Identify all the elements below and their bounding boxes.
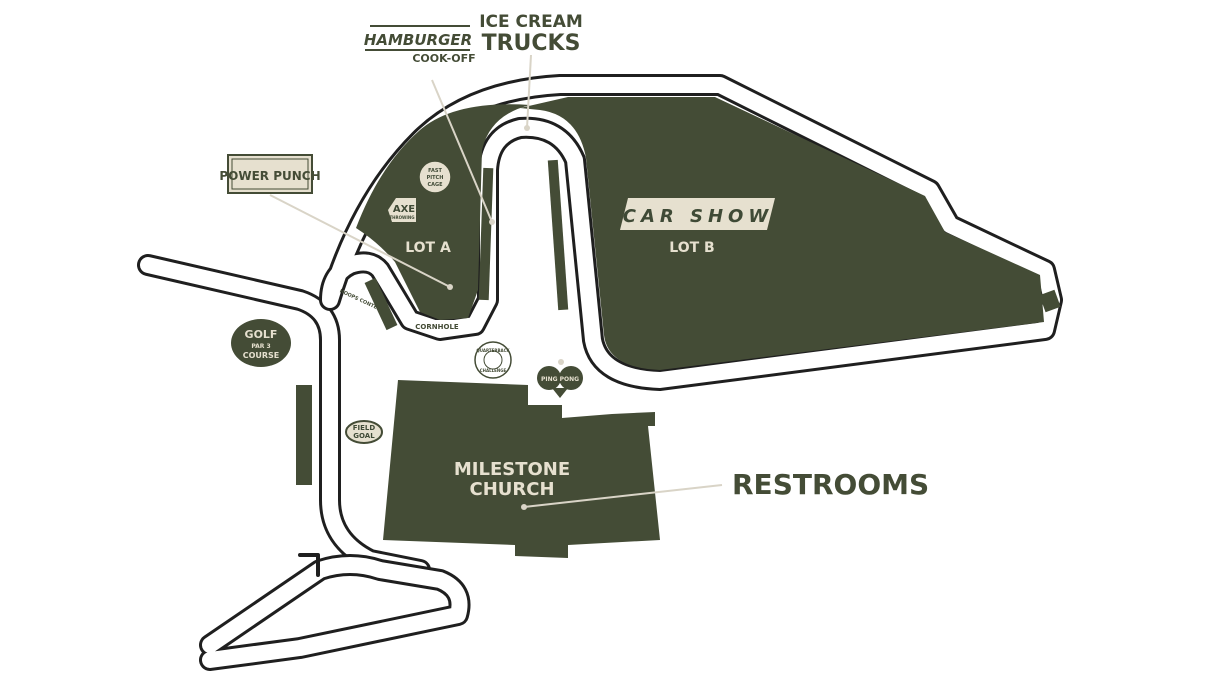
fast-pitch-text-2: PITCH — [427, 175, 444, 181]
lot-b-area — [520, 97, 1044, 370]
church-label-line2: CHURCH — [469, 479, 554, 500]
pointer-ice-cream — [526, 54, 532, 129]
cornhole-badge[interactable]: CORNHOLE — [415, 320, 459, 331]
lot-a-area — [356, 104, 530, 321]
parking-strip-west — [296, 385, 312, 485]
fast-pitch-cage-badge[interactable]: FAST PITCH CAGE — [418, 160, 452, 194]
pointer-power-punch — [269, 194, 451, 288]
lot-b-east-tip — [1039, 289, 1061, 313]
pin-power-punch — [447, 284, 453, 290]
car-show-banner[interactable]: CAR SHOW — [620, 198, 775, 230]
parking-strip-center-right — [547, 159, 569, 311]
ice-cream-line2: TRUCKS — [482, 31, 581, 56]
cornhole-text: CORNHOLE — [415, 323, 459, 331]
callout-pointers — [269, 54, 723, 508]
field-goal-text-1: FIELD — [353, 424, 376, 432]
hamburger-line2: COOK-OFF — [412, 52, 475, 65]
golf-course-badge[interactable]: GOLF PAR 3 COURSE — [231, 319, 291, 367]
restrooms-label[interactable]: RESTROOMS — [732, 468, 929, 501]
pointer-hamburger — [431, 79, 493, 223]
pin-restrooms — [521, 504, 527, 510]
lot-b-label: LOT B — [669, 240, 714, 256]
quarterback-text: QUARTERBACK — [476, 348, 510, 353]
pointer-restrooms — [523, 484, 723, 508]
ice-cream-trucks-callout[interactable]: ICE CREAM TRUCKS — [479, 12, 583, 56]
milestone-church-building — [383, 380, 660, 558]
golf-text-3: COURSE — [243, 351, 280, 360]
quarterback-challenge-badge[interactable]: QUARTERBACK CHALLENGE — [474, 341, 512, 379]
fast-pitch-text-1: FAST — [428, 168, 442, 174]
golf-text-2: PAR 3 — [251, 343, 270, 350]
power-punch-label: POWER PUNCH — [219, 169, 320, 183]
pin-ice-cream — [524, 125, 530, 131]
pin-ping-pong — [558, 359, 564, 365]
hamburger-cookoff-callout[interactable]: HAMBURGER COOK-OFF — [364, 25, 476, 65]
hamburger-line1: HAMBURGER — [364, 31, 472, 49]
axe-text: AXE — [393, 204, 415, 215]
car-show-label: CAR SHOW — [623, 206, 773, 227]
axe-throwing-badge[interactable]: AXE THROWING — [388, 198, 416, 222]
parking-lots — [296, 97, 1061, 485]
ping-pong-badge[interactable]: PING PONG — [537, 366, 583, 398]
field-goal-badge[interactable]: FIELD GOAL — [345, 420, 383, 444]
field-goal-text-2: GOAL — [353, 432, 375, 440]
axe-throwing-text: THROWING — [389, 215, 414, 220]
challenge-text: CHALLENGE — [480, 368, 507, 373]
lot-a-label: LOT A — [405, 240, 451, 256]
power-punch-callout[interactable]: POWER PUNCH — [219, 154, 321, 194]
ping-pong-text: PING PONG — [541, 376, 579, 383]
church-label-line1: MILESTONE — [454, 459, 570, 480]
golf-text-1: GOLF — [245, 328, 278, 341]
ice-cream-line1: ICE CREAM — [479, 12, 583, 32]
fast-pitch-text-3: CAGE — [427, 182, 443, 188]
parking-strip-hoops — [364, 277, 398, 331]
pin-hamburger — [489, 219, 495, 225]
